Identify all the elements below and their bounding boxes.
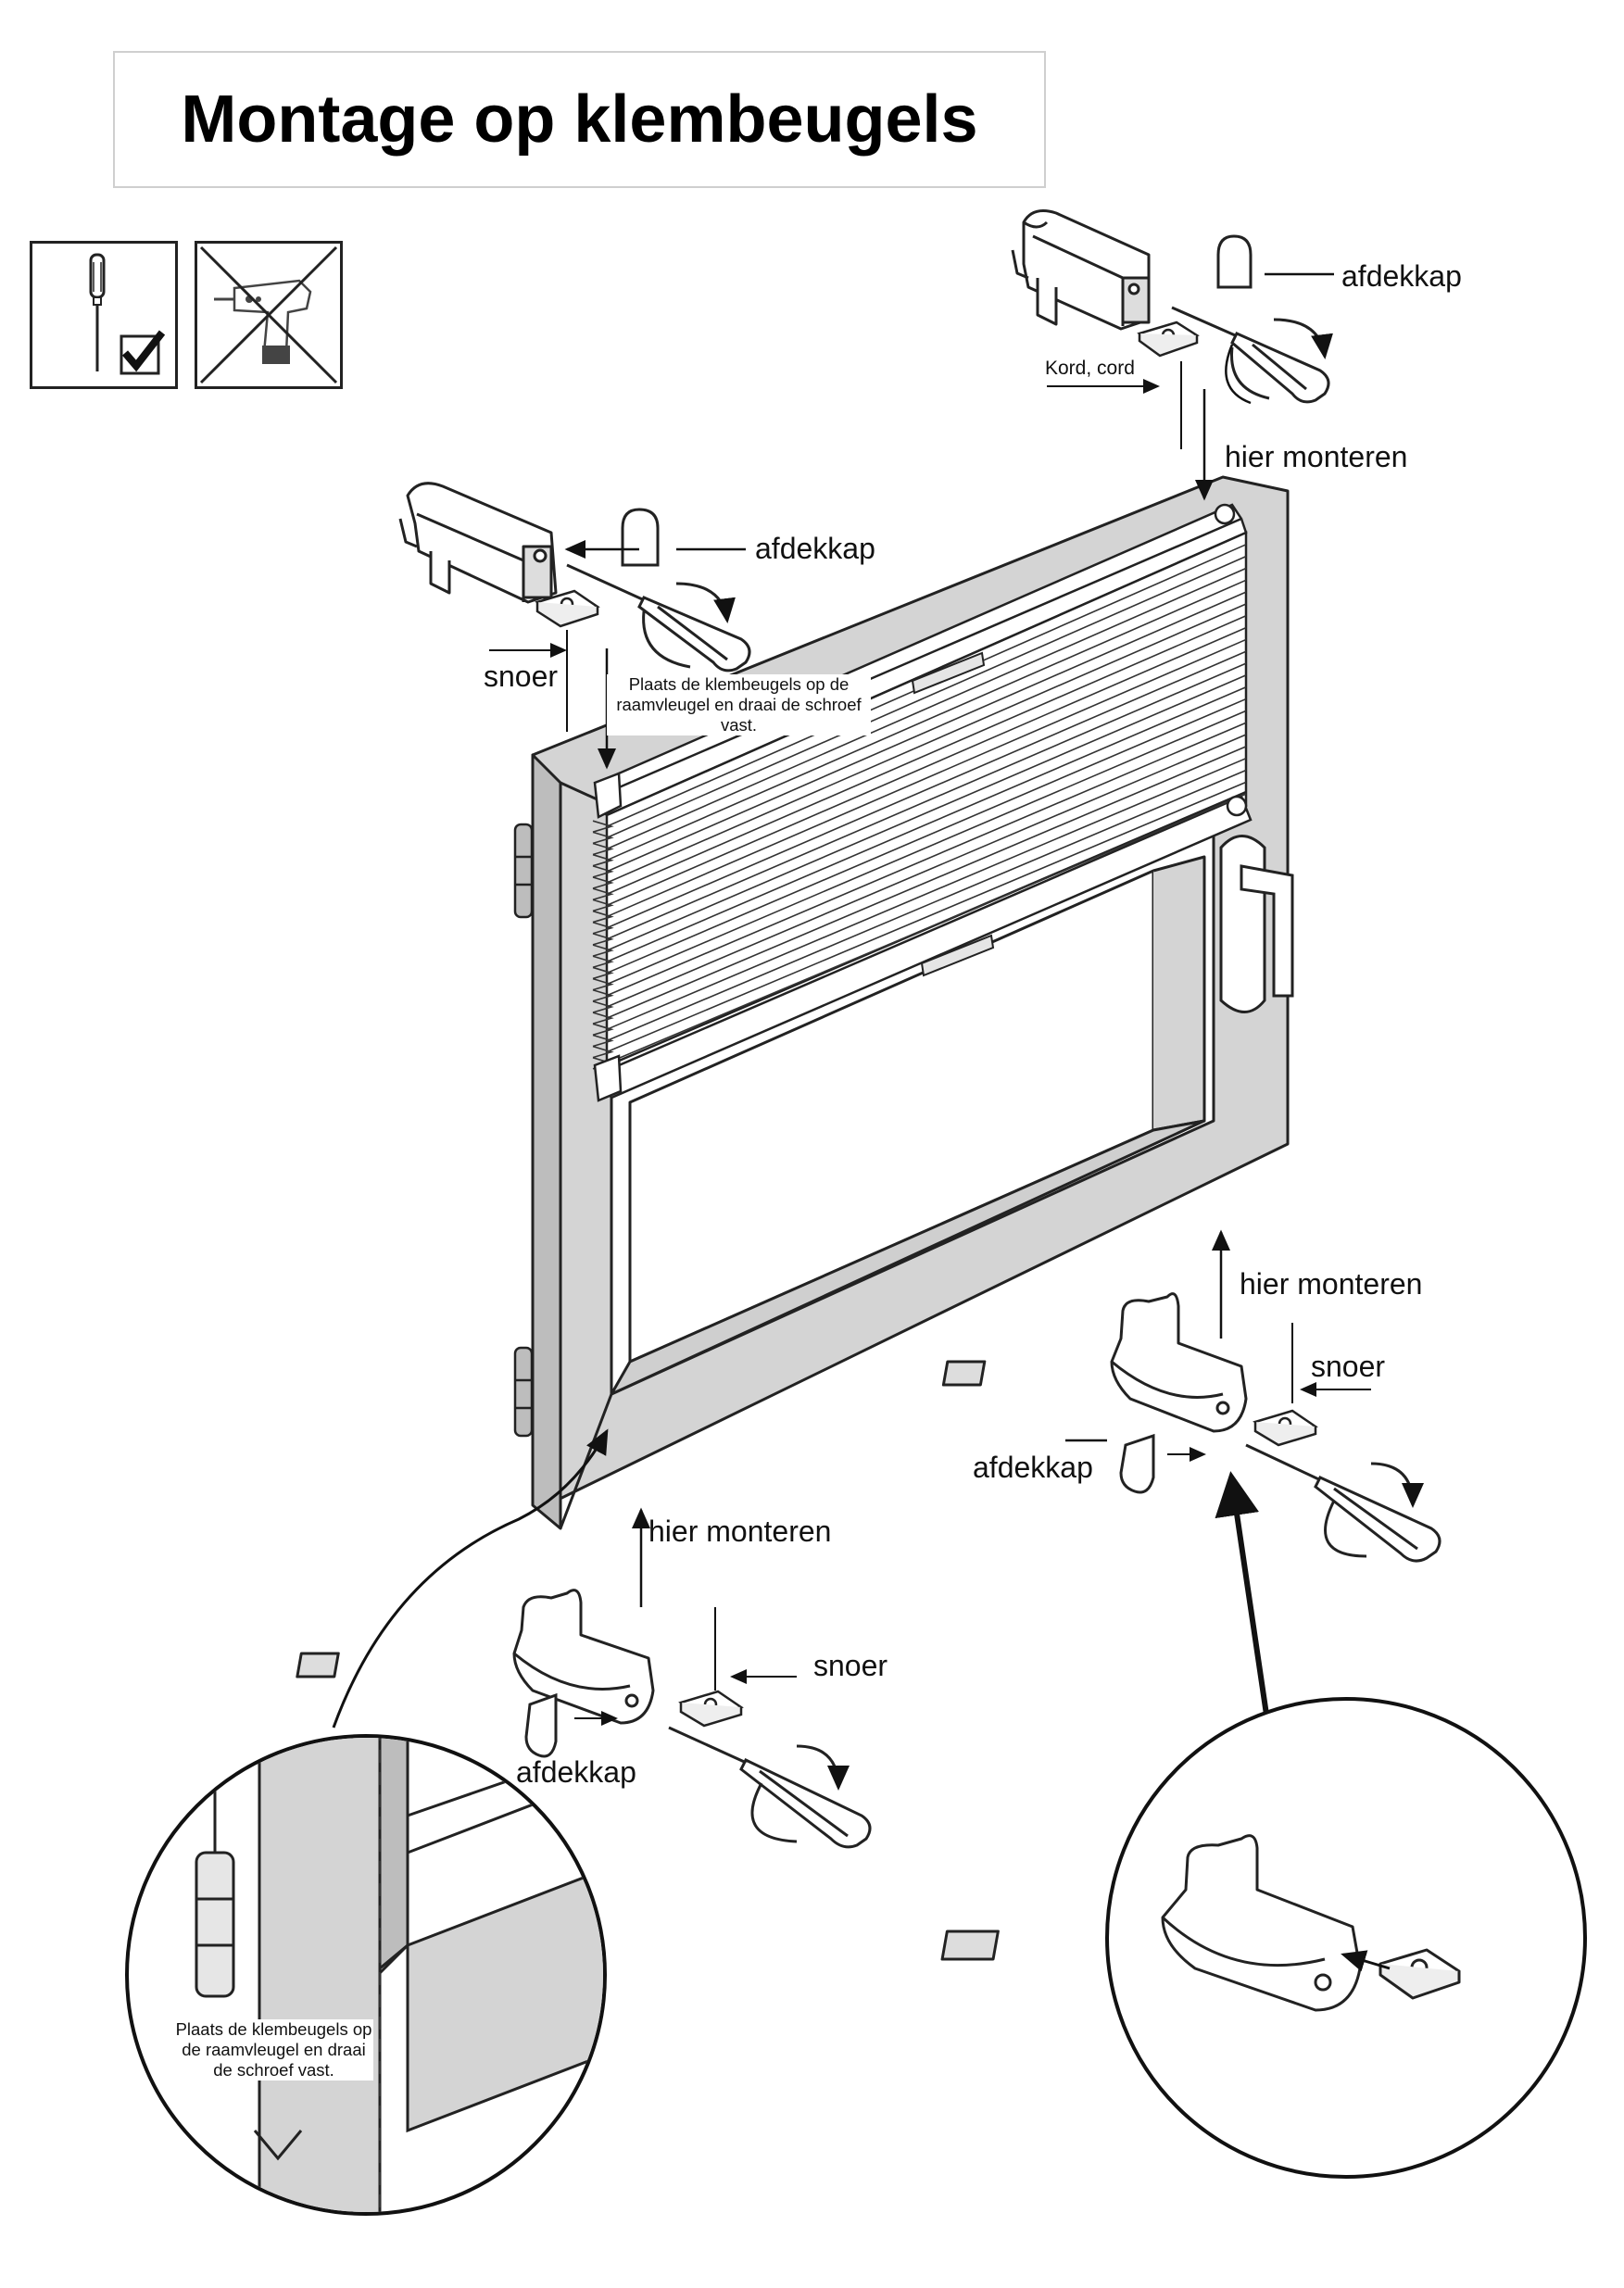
bracket-top-right [1011,209,1151,331]
label-cord-top-left: snoer [484,660,559,693]
screwdriver-top-left [566,563,751,673]
clip-bottom-right [1253,1409,1318,1447]
blind-pleat-edge [592,910,614,924]
label-mount-top-right: hier monteren [1225,440,1408,473]
blind-pleat-line [606,567,1247,850]
blind-pleat-edge [592,955,614,969]
clip-top-right [1137,321,1200,358]
end-cap-top-left [621,508,660,567]
blind-pleats [592,544,1247,1070]
blind-pleat-edge [592,876,614,889]
blind-pleat-edge [592,899,614,912]
blind-pleat-line [606,686,1247,962]
blind-pleat-edge [592,820,614,833]
magnified-clip-detail [940,1697,1587,2179]
blind-pleat-line [606,769,1247,1042]
bracket-bottom-right [941,1292,1248,1433]
page-title: Montage op klembeugels [181,82,978,157]
blind-pleat-line [606,698,1247,974]
blind-pleat-line [606,674,1247,951]
note-bottom: Plaats de klembeugels op de raamvleugel … [174,2019,373,2081]
blind-pleat-line [606,579,1247,861]
end-cap-top-right [1216,234,1253,289]
blind-pleat-edge [592,887,614,900]
blind-pleat-edge [592,989,614,1002]
label-cover-top-right: afdekkap [1341,259,1462,293]
blind-pleat-line [606,710,1247,986]
bracket-bottom-center [296,1589,655,1725]
blind-pleat-line [606,722,1247,997]
blind-pleat-edge [592,933,614,946]
label-mount-bottom-right: hier monteren [1240,1267,1423,1301]
blind-pleat-edge [592,977,614,991]
blind-pleat-line [606,626,1247,907]
label-mount-bottom-center: hier monteren [648,1515,832,1548]
label-cord-bottom-center: snoer [813,1649,888,1682]
blind-pleat-edge [592,1023,614,1037]
blind-pleat-line [606,615,1247,895]
blind-pleat-line [606,555,1247,839]
end-cap-bottom-center [524,1692,558,1758]
blind-pleat-edge [592,944,614,957]
blind-pleat-edge [592,1000,614,1013]
blind-pleat-edge [592,1045,614,1059]
label-cord-bottom-right: snoer [1311,1350,1386,1383]
blind-pleat-edge [592,921,614,935]
screwdriver-allowed-icon [30,241,178,389]
blind-pleat-line [606,793,1247,1064]
screwdriver-bottom-right [1245,1443,1441,1563]
blind-pleat-line [606,757,1247,1031]
blind-pleat-edge [592,842,614,856]
title-box: Montage op klembeugels [113,51,1046,188]
blind-pleat-line [606,662,1247,940]
hinge-icon [513,823,534,1438]
window-handle-icon [1219,835,1294,1013]
blind-pleat-line [606,781,1247,1053]
end-cap-bottom-right [1119,1433,1155,1494]
drill-not-allowed-icon [195,241,343,389]
label-cover-bottom-center: afdekkap [516,1755,636,1789]
blind-pleat-line [606,591,1247,873]
screwdriver-top-right [1171,306,1333,404]
blind-pleat-edge [592,853,614,867]
blind-pleat-edge [592,1012,614,1025]
note-top: Plaats de klembeugels op de raamvleugel … [607,674,871,735]
label-cover-top-left: afdekkap [755,532,875,565]
blind-pleat-line [606,650,1247,929]
blind-pleat-edge [592,966,614,980]
blind-pleat-line [606,746,1247,1019]
bracket-top-left [398,482,558,604]
blind-pleat-edge [592,865,614,878]
blind-pleat-edge [592,831,614,845]
screwdriver-bottom-center [668,1726,872,1849]
label-cord-top-right: Kord, cord [1045,358,1135,379]
clip-bottom-center [678,1690,744,1728]
clip-top-left [535,589,600,628]
magnified-hinge-detail [125,1734,607,2216]
blind-pleat-line [606,734,1247,1008]
label-cover-bottom-right: afdekkap [973,1451,1093,1484]
blind-pleat-edge [592,1034,614,1048]
blind-pleat-line [606,638,1247,918]
blind-pleat-line [606,603,1247,884]
